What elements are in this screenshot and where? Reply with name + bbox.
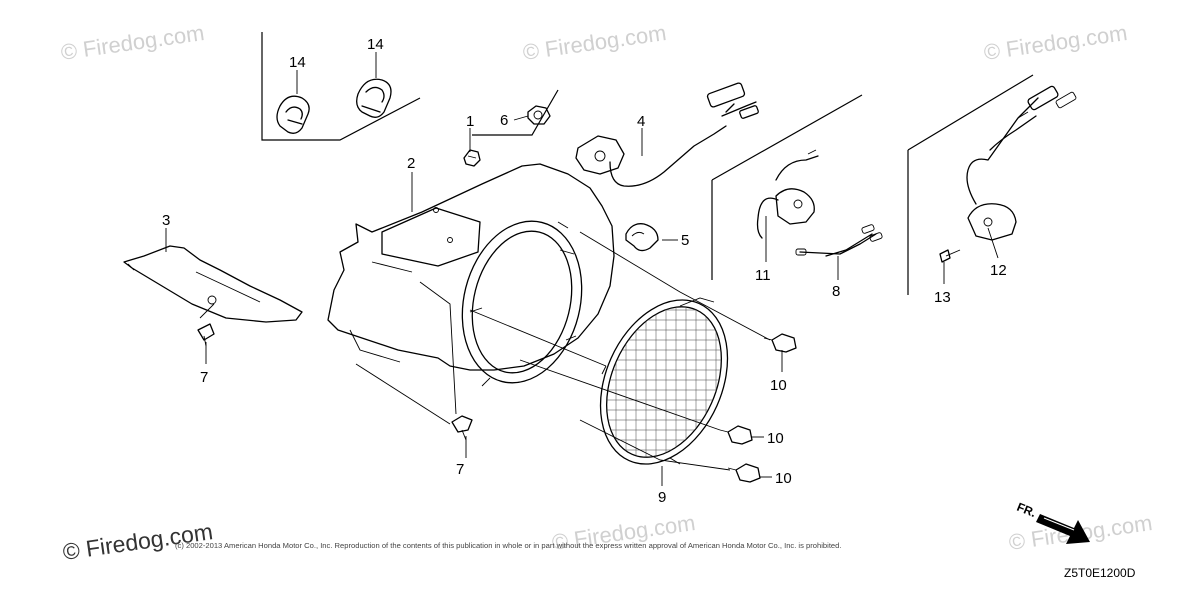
switch-assembly-12[interactable]	[966, 85, 1077, 241]
nut-6[interactable]	[527, 105, 551, 125]
diagram-code: Z5T0E1200D	[1064, 566, 1136, 580]
fan-shroud-2[interactable]	[327, 163, 615, 415]
front-label: FR.	[1015, 500, 1038, 520]
callout-3: 3	[162, 212, 170, 229]
callout-leaders	[165, 52, 999, 486]
fan-cover-screen-9[interactable]	[576, 280, 752, 484]
callout-8: 8	[832, 283, 840, 300]
frame-lines-14	[261, 32, 421, 141]
frame-top-12	[907, 74, 1034, 151]
bolt-10-middle[interactable]	[719, 425, 753, 445]
callout-10-upper: 10	[770, 377, 787, 394]
callout-10-lower: 10	[775, 470, 792, 487]
callout-13: 13	[934, 289, 951, 306]
callout-14-right: 14	[367, 36, 384, 53]
front-direction-indicator: FR.	[1015, 500, 1090, 544]
wire-8[interactable]	[795, 224, 883, 257]
frame-lines-6	[472, 89, 559, 136]
callout-9: 9	[658, 489, 666, 506]
frame-top-11	[711, 94, 863, 181]
callout-7-left: 7	[200, 369, 208, 386]
callout-5: 5	[681, 232, 689, 249]
watermark-top-left: © Firedog.com	[59, 20, 206, 65]
bolt-10-upper[interactable]	[763, 333, 797, 353]
front-arrow-icon	[1036, 514, 1090, 544]
callout-1: 1	[466, 113, 474, 130]
explode-lines	[199, 231, 771, 471]
callout-6: 6	[500, 112, 508, 129]
bolt-10-lower[interactable]	[727, 463, 761, 483]
callout-11: 11	[755, 267, 771, 284]
clip-14-left[interactable]	[276, 95, 310, 134]
callout-2: 2	[407, 155, 415, 172]
callout-10-middle: 10	[767, 430, 784, 447]
copyright-notice: (c) 2002-2013 American Honda Motor Co., …	[175, 541, 842, 550]
clip-group-frame	[261, 32, 421, 141]
screw-13[interactable]	[939, 249, 961, 263]
clamp-5[interactable]	[625, 223, 659, 252]
watermark-top-right: © Firedog.com	[982, 20, 1129, 65]
guard-plate-3[interactable]	[123, 245, 303, 323]
callout-labels: 14 14 1 6 2 3 4 5 7 7 11 8 10 10 10 9 13…	[162, 36, 1007, 506]
switch-11[interactable]	[756, 149, 819, 239]
switch-assembly-4[interactable]	[575, 82, 759, 187]
callout-14-left: 14	[289, 54, 306, 71]
bolt-7-center[interactable]	[451, 415, 473, 441]
watermark-top-center: © Firedog.com	[521, 20, 668, 65]
clip-14-right[interactable]	[356, 78, 392, 118]
callout-7-center: 7	[456, 461, 464, 478]
callout-12: 12	[990, 262, 1007, 279]
clip-1[interactable]	[463, 149, 481, 167]
callout-4: 4	[637, 113, 645, 130]
